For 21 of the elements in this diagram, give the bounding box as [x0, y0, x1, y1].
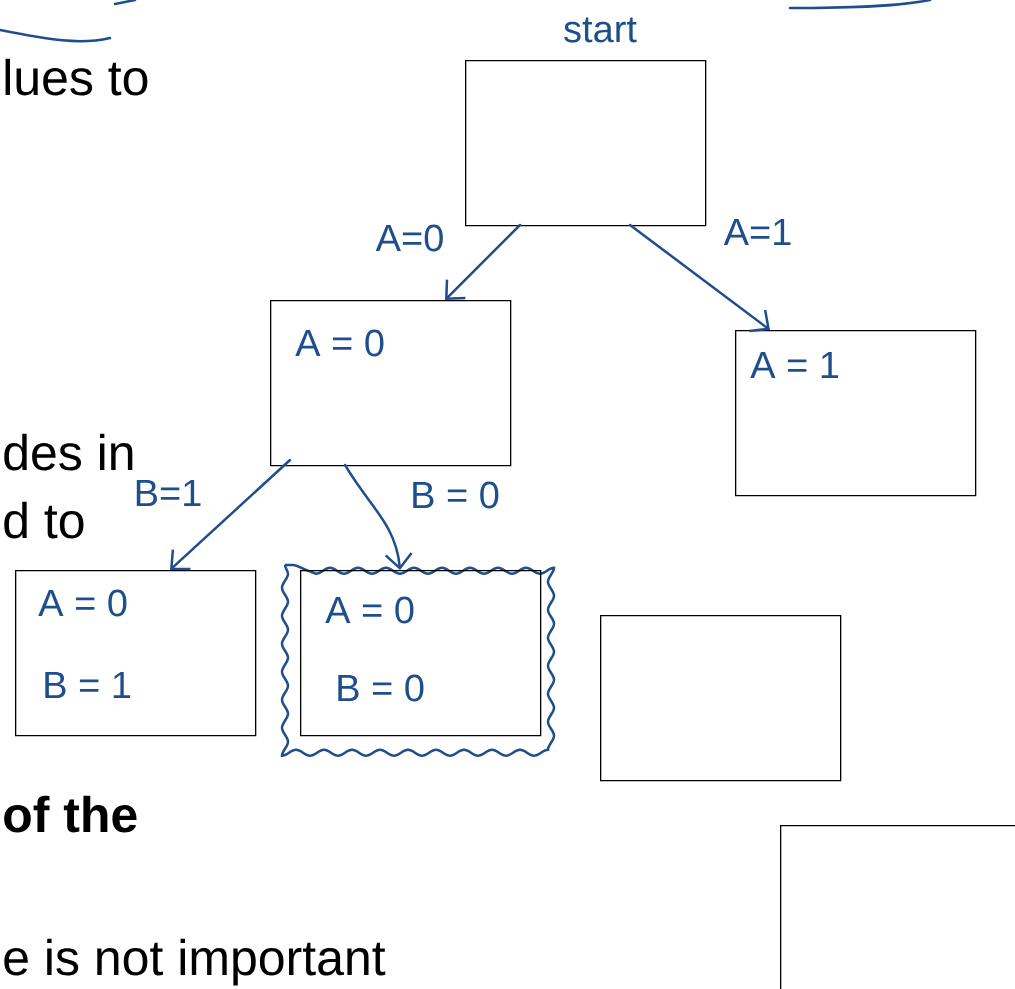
- handwritten-text: B = 1: [45, 671, 131, 699]
- edge-label: B = 0: [409, 480, 501, 510]
- handwritten-text: A = 0: [325, 596, 414, 624]
- handwritten-text: A = 0: [38, 589, 127, 617]
- edge-label: A=1: [722, 217, 794, 247]
- state-box: [780, 825, 1015, 989]
- arrow: [170, 458, 292, 571]
- handwritten-text: A = 0: [295, 329, 384, 357]
- body-text: e is not important: [4, 938, 386, 986]
- arrow: [628, 223, 770, 333]
- body-text: lues to: [5, 58, 148, 96]
- edge-label: B=1: [132, 478, 204, 508]
- state-box: [600, 615, 842, 782]
- arrow: [445, 223, 522, 300]
- handwritten-text: B = 0: [338, 674, 424, 702]
- handwritten-text: A = 1: [750, 351, 839, 379]
- arrow: [343, 463, 413, 570]
- body-text: of the: [4, 795, 137, 833]
- edge-label: A=0: [374, 223, 446, 253]
- body-text: des in: [4, 433, 133, 471]
- handwritten-text: start: [564, 17, 637, 43]
